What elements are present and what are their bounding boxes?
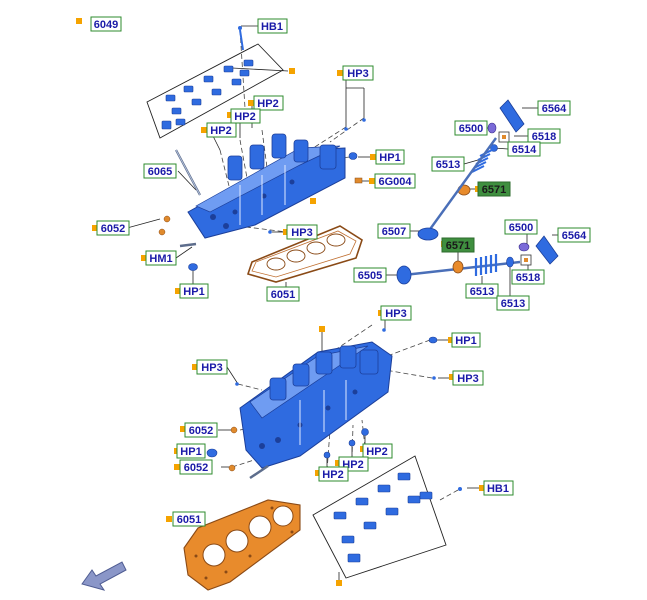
svg-text:6564: 6564 [542,103,567,115]
callout-6049[interactable]: 6049 [90,16,122,32]
cylinder-head-top [187,133,346,239]
callout-6507[interactable]: 6507 [377,223,411,239]
callout-hp3-a[interactable]: HP3 [342,65,374,81]
callout-hb1-top[interactable]: HB1 [257,18,288,34]
svg-text:HP1: HP1 [379,152,400,164]
callout-hp1-b[interactable]: HP1 [179,283,209,299]
callout-6052-a[interactable]: 6052 [96,220,130,236]
callout-hp1-a[interactable]: HP1 [375,149,405,165]
callout-hp2-c[interactable]: HP2 [206,122,237,138]
svg-text:6052: 6052 [184,462,208,474]
svg-text:HP3: HP3 [291,227,312,239]
callout-hp1-c[interactable]: HP1 [451,332,481,348]
svg-text:6052: 6052 [189,425,213,437]
cylinder-head-bottom [239,341,393,469]
callout-6500-b[interactable]: 6500 [504,219,538,235]
callout-6051-top[interactable]: 6051 [266,286,300,302]
callout-hp3-d[interactable]: HP3 [196,359,228,375]
svg-text:HP2: HP2 [366,446,387,458]
svg-text:HP3: HP3 [201,362,222,374]
callout-6514[interactable]: 6514 [507,141,541,157]
callout-hp1-d[interactable]: HP1 [176,443,206,459]
svg-text:HP1: HP1 [455,335,476,347]
callout-hm1[interactable]: HM1 [145,250,177,266]
svg-text:6500: 6500 [509,222,533,234]
callout-6505[interactable]: 6505 [353,267,387,283]
gasket-6051-top [246,225,363,283]
callout-6571-a[interactable]: 6571 [477,181,511,197]
hardware-top [158,118,366,271]
svg-text:6518: 6518 [516,272,540,284]
lifter-tray-bottom [312,455,447,579]
callout-6g004[interactable]: 6G004 [374,173,416,189]
callout-hp2-a[interactable]: HP2 [253,95,284,111]
svg-text:6507: 6507 [382,226,406,238]
valvetrain-lower [396,235,559,285]
svg-text:HP2: HP2 [234,111,255,123]
leader-lines [126,25,558,583]
svg-text:HP3: HP3 [347,68,368,80]
svg-text:HB1: HB1 [261,21,283,33]
callout-6052-b[interactable]: 6052 [184,422,218,438]
svg-text:6513: 6513 [436,159,460,171]
svg-text:HP1: HP1 [183,286,204,298]
hardware-bottom [206,328,462,491]
callout-6052-c[interactable]: 6052 [179,459,213,475]
svg-text:6G004: 6G004 [378,176,412,188]
lifter-tray-top [146,43,284,139]
callout-hp3-b[interactable]: HP3 [286,224,318,240]
svg-text:HP1: HP1 [180,446,201,458]
svg-text:6051: 6051 [177,514,201,526]
callout-6518-a[interactable]: 6518 [527,128,561,144]
callout-labels: 6049 HB1 HP3 HP2 HP2 HP2 HP1 6G004 [90,16,591,527]
callout-hp2-b[interactable]: HP2 [230,108,261,124]
callout-hp2-f[interactable]: HP2 [318,466,349,482]
gasket-6051-bottom [183,499,301,591]
svg-text:HP2: HP2 [322,469,343,481]
part-6065 [175,149,201,196]
hb1-bolt-top [238,26,244,51]
svg-text:6514: 6514 [512,144,537,156]
callout-6571-b[interactable]: 6571 [441,237,475,253]
svg-text:HP2: HP2 [210,125,231,137]
svg-text:HB1: HB1 [487,483,509,495]
svg-text:6051: 6051 [271,289,295,301]
svg-text:6505: 6505 [358,270,382,282]
callout-6518-b[interactable]: 6518 [511,269,545,285]
svg-text:6571: 6571 [482,184,506,196]
svg-text:6500: 6500 [459,123,483,135]
callout-6065[interactable]: 6065 [143,163,177,179]
callout-hp3-e[interactable]: HP3 [452,370,484,386]
svg-text:6564: 6564 [562,230,587,242]
callout-hp3-c[interactable]: HP3 [380,305,412,321]
callout-6564-b[interactable]: 6564 [557,227,591,243]
svg-text:6513: 6513 [470,286,494,298]
callout-hp2-d[interactable]: HP2 [362,443,393,459]
svg-text:6513: 6513 [501,298,525,310]
svg-text:6049: 6049 [94,19,118,31]
svg-text:6052: 6052 [101,223,125,235]
callout-hb1-bottom[interactable]: HB1 [483,480,514,496]
callout-6513-c[interactable]: 6513 [496,295,530,311]
svg-text:HM1: HM1 [149,253,172,265]
valvetrain-upper [417,99,525,241]
callout-6513-a[interactable]: 6513 [431,156,465,172]
svg-text:HP3: HP3 [385,308,406,320]
svg-text:6065: 6065 [148,166,172,178]
callout-6500-a[interactable]: 6500 [454,120,488,136]
callout-6051-bottom[interactable]: 6051 [172,511,206,527]
svg-text:HP3: HP3 [457,373,478,385]
svg-text:6571: 6571 [446,240,470,252]
svg-text:6518: 6518 [532,131,556,143]
navigation-arrow-icon[interactable] [81,561,127,591]
svg-text:HP2: HP2 [257,98,278,110]
callout-6513-b[interactable]: 6513 [465,283,499,299]
callout-6564-a[interactable]: 6564 [537,100,571,116]
